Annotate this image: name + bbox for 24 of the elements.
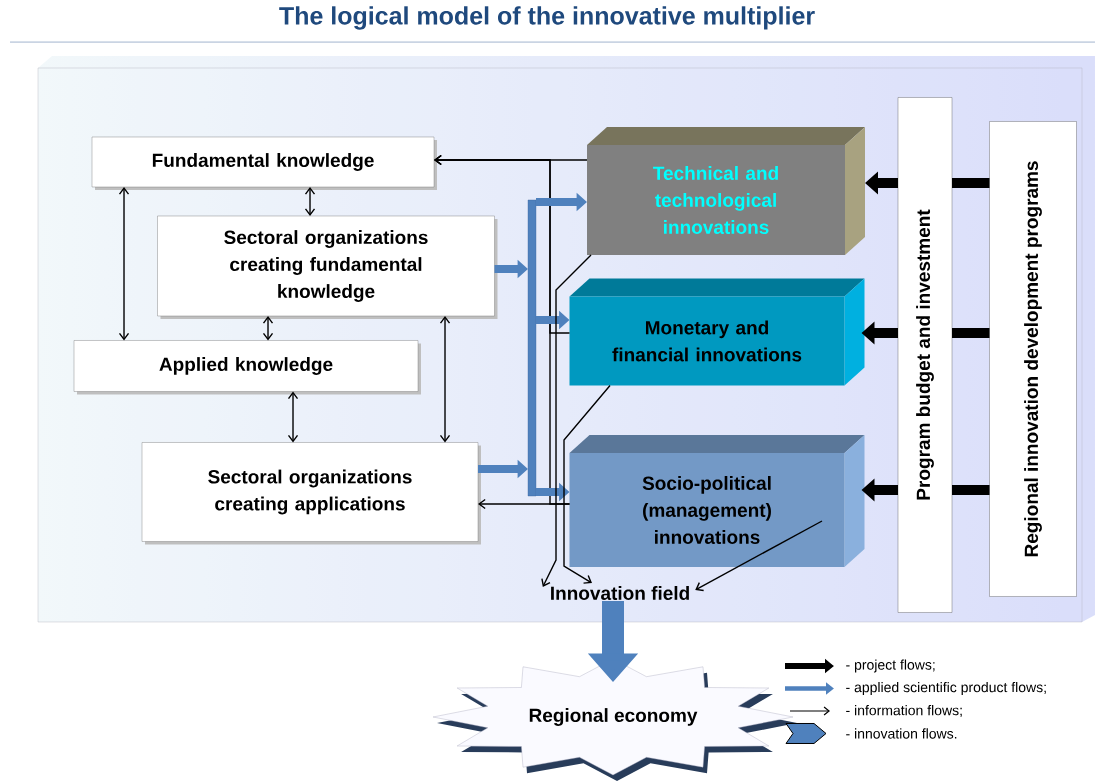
process-box: Sectoral organizations creating fundamental knowledge bbox=[157, 215, 498, 319]
field-label: Innovation field bbox=[551, 586, 689, 600]
vertical-box: Regional innovation development programs bbox=[989, 121, 1077, 597]
process-box: Sectoral organizations creating applications bbox=[141, 442, 481, 545]
arrow bbox=[287, 391, 299, 443]
title: The logical model of the innovative multiplier bbox=[279, 6, 815, 30]
arrow bbox=[695, 520, 823, 592]
process-box: Applied knowledge bbox=[73, 340, 421, 395]
arrow bbox=[434, 154, 571, 505]
legend-text: - information flows; bbox=[846, 705, 962, 717]
arrow bbox=[541, 254, 592, 587]
legend-text: - project flows; bbox=[846, 659, 935, 673]
vertical-box: Program budget and investment bbox=[897, 97, 953, 613]
arrow bbox=[439, 316, 451, 443]
innovation-block: Technical and technological innovations bbox=[587, 127, 865, 255]
arrow bbox=[262, 316, 274, 341]
arrow bbox=[118, 187, 130, 341]
process-box: Fundamental knowledge bbox=[91, 136, 437, 190]
innovation-block: Monetary and financial innovations bbox=[569, 278, 865, 386]
innovation-block: Socio-political (management) innovations bbox=[569, 435, 865, 567]
arrow bbox=[304, 187, 316, 216]
arrow bbox=[563, 384, 611, 584]
legend-text: - applied scientific product flows; bbox=[846, 681, 1046, 695]
legend-text: - innovation flows. bbox=[846, 728, 957, 739]
